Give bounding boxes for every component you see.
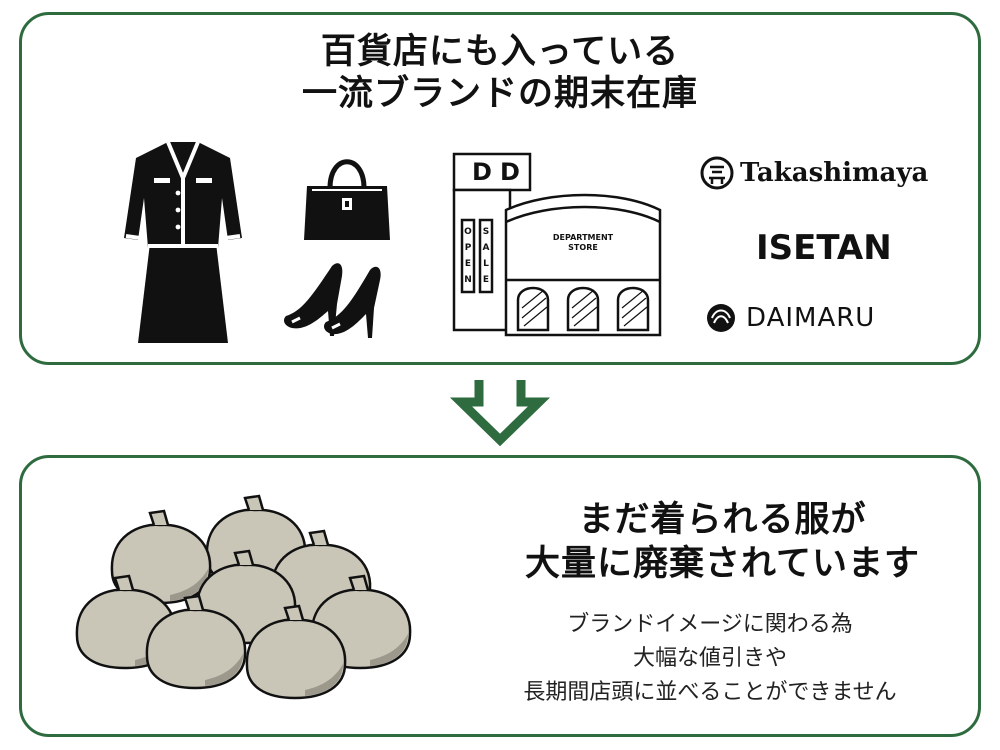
bottom-title: まだ着られる服が 大量に廃棄されています [477,498,968,586]
takashimaya-mark-icon [700,156,734,190]
bottom-body-line-3: 長期間店頭に並べることができません [523,680,897,705]
banner-open-letter: O [464,227,472,237]
department-store-icon: D D DEPARTMENT STORE O P E N S A L E [452,152,662,337]
banner-sale-letter: S [483,227,489,237]
suit-icon [124,141,242,343]
banner-sale-letter: L [483,259,489,269]
banner-sale-letter: A [483,243,490,253]
handbag-icon [304,159,390,240]
top-title: 百貨店にも入っている 一流ブランドの期末在庫 [22,31,978,115]
banner-open-letter: E [465,259,471,269]
top-title-line-1: 百貨店にも入っている [320,32,680,72]
banner-open-letter: P [465,243,472,253]
banner-sale-letter: E [483,275,489,285]
store-name-line-1: DEPARTMENT [553,233,614,242]
bottom-body-line-1: ブランドイメージに関わる為 [567,612,853,637]
garbage-bags-icon [75,494,412,700]
isetan-text: ISETAN [756,228,892,268]
bottom-title-line-1: まだ着られる服が [578,500,867,540]
takashimaya-text: Takashimaya [740,158,929,188]
down-arrow-icon [449,380,551,447]
bottom-body: ブランドイメージに関わる為 大幅な値引きや 長期間店頭に並べることができません [442,608,978,710]
banner-open-letter: N [464,275,472,285]
bottom-title-line-2: 大量に廃棄されています [525,544,920,584]
daimaru-text: DAIMARU [746,303,876,333]
top-title-line-2: 一流ブランドの期末在庫 [301,74,698,114]
store-letter-2: D [500,158,520,186]
isetan-logo: ISETAN [756,228,892,268]
bottom-body-line-2: 大幅な値引きや [632,646,787,671]
daimaru-mark-icon [707,304,735,332]
high-heels-icon [284,263,381,338]
store-name-line-2: STORE [568,243,598,252]
store-letter-1: D [472,158,492,186]
